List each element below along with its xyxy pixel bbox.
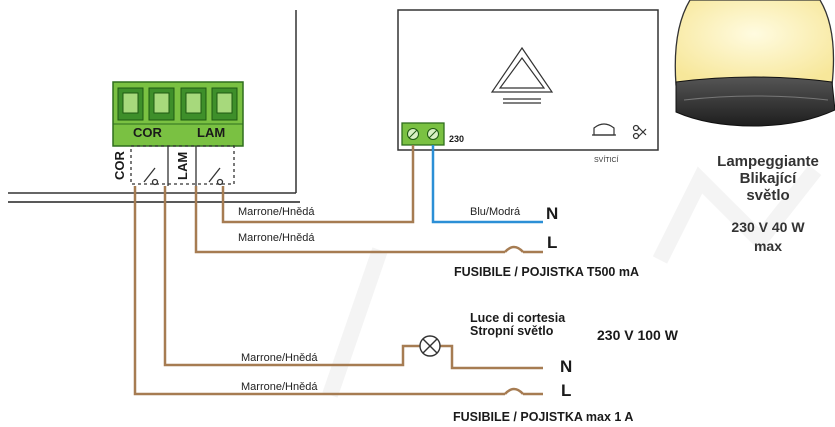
terminal-n-bottom: N bbox=[560, 357, 572, 376]
terminal-label-cor: COR bbox=[133, 125, 163, 140]
courtesy-light-rating: 230 V 100 W bbox=[597, 327, 679, 343]
relay-switches bbox=[130, 145, 235, 186]
courtesy-light-name-cs: Stropní světlo bbox=[470, 324, 554, 338]
control-board-outline bbox=[8, 10, 297, 194]
scissors-icon bbox=[632, 124, 647, 140]
courtesy-lamp-symbol-icon bbox=[419, 335, 441, 357]
fuse-bottom-label: FUSIBILE / POJISTKA max 1 A bbox=[453, 410, 633, 424]
warning-triangle-icon bbox=[490, 46, 554, 104]
flasher-sub-label: SVÍTICÍ bbox=[594, 155, 619, 164]
courtesy-light-name-it: Luce di cortesia bbox=[470, 311, 566, 325]
lamp-name-cs-1: Blikající bbox=[740, 170, 798, 187]
switch-label-lam: LAM bbox=[175, 152, 190, 180]
flashing-lamp-icon bbox=[674, 0, 835, 127]
lamp-name-cs-2: světlo bbox=[746, 187, 789, 204]
flasher-terminal-label: 230 bbox=[449, 134, 464, 144]
fuse-top-label: FUSIBILE / POJISTKA T500 mA bbox=[454, 265, 639, 279]
wire-label-brown-2: Marrone/Hnědá bbox=[238, 232, 315, 244]
terminal-block: COR LAM bbox=[112, 81, 244, 147]
terminal-l-bottom: L bbox=[561, 381, 571, 400]
watermark bbox=[322, 165, 822, 398]
flasher-unit: 230 SVÍTICÍ bbox=[397, 9, 659, 164]
lamp-name-it: Lampeggiante bbox=[717, 153, 819, 170]
terminal-label-lam: LAM bbox=[197, 125, 225, 140]
wire-label-brown-4: Marrone/Hnědá bbox=[241, 381, 318, 393]
lamp-caption: Lampeggiante Blikající světlo 230 V 40 W… bbox=[717, 153, 819, 254]
wire-label-brown-1: Marrone/Hnědá bbox=[238, 206, 315, 218]
terminal-l-top: L bbox=[547, 233, 557, 252]
antenna-icon bbox=[592, 123, 616, 136]
wiring bbox=[133, 145, 543, 396]
terminal-n-top: N bbox=[546, 204, 558, 223]
wire-label-blue: Blu/Modrá bbox=[470, 206, 521, 218]
wire-label-brown-3: Marrone/Hnědá bbox=[241, 352, 318, 364]
lamp-rating-1: 230 V 40 W bbox=[731, 219, 805, 235]
lamp-rating-2: max bbox=[754, 238, 782, 254]
switch-label-cor: COR bbox=[112, 151, 127, 181]
